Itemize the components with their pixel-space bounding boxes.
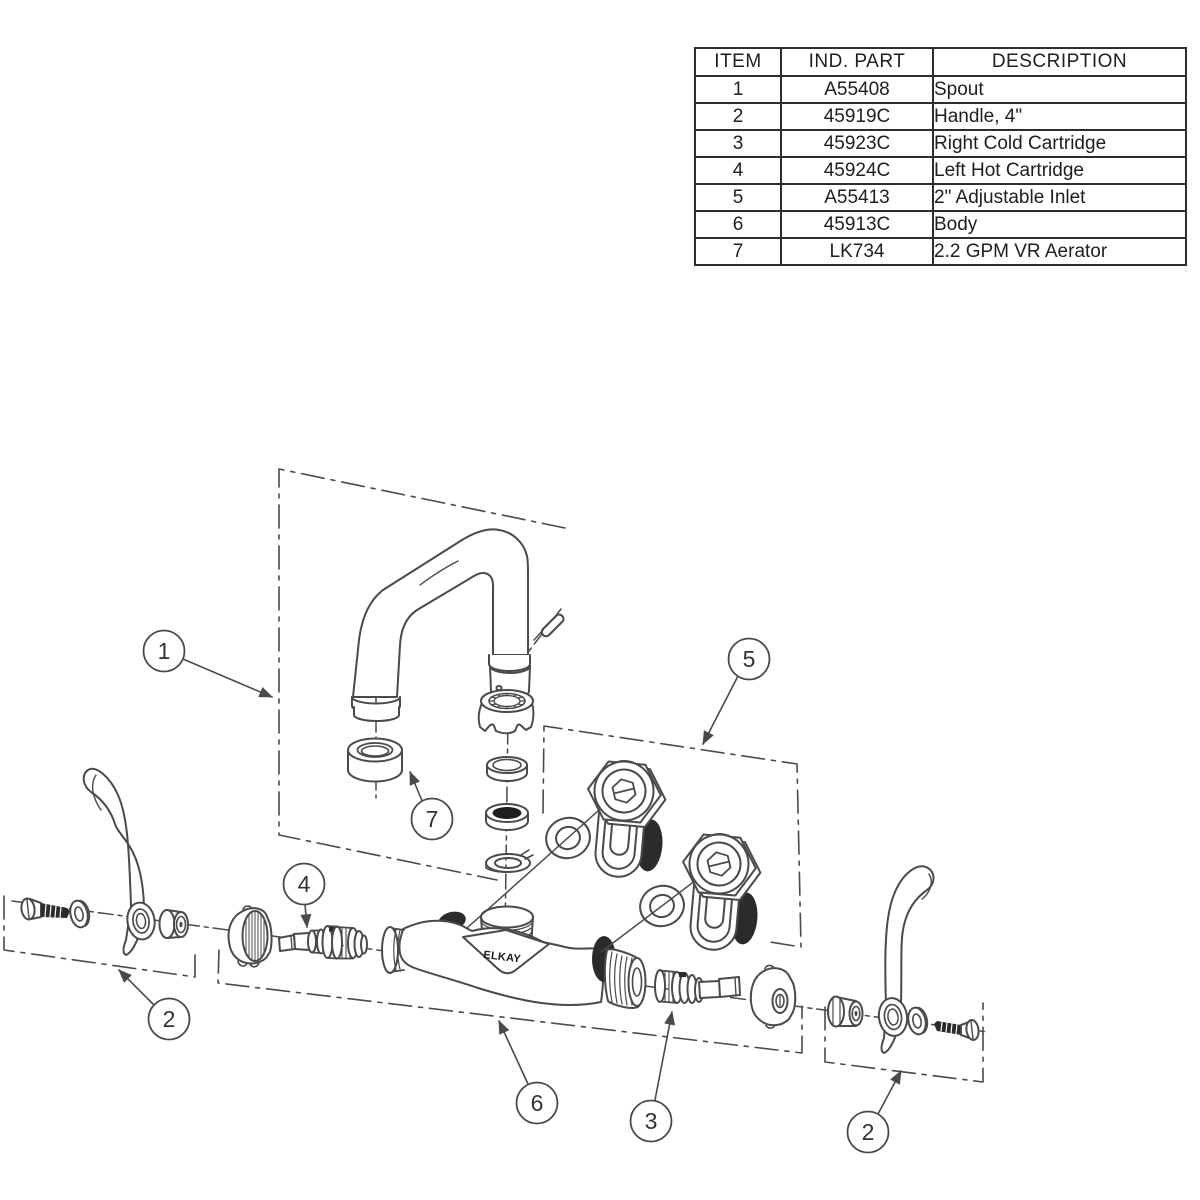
item-number: 4 bbox=[694, 156, 782, 185]
svg-text:2: 2 bbox=[862, 1119, 875, 1145]
balloon-4: 4 bbox=[282, 862, 326, 929]
left-handle-boundary-box bbox=[3, 895, 196, 978]
o-ring-seal bbox=[485, 803, 529, 831]
item-number: 2 bbox=[694, 102, 782, 131]
balloon-6: 6 bbox=[498, 1020, 559, 1125]
table-row-body: 6 45913C Body bbox=[694, 210, 1187, 239]
table-row-adjustable-inlet: 5 A55413 2" Adjustable Inlet bbox=[694, 183, 1187, 212]
inlet-group bbox=[466, 756, 766, 955]
spout-boundary-box bbox=[278, 468, 566, 881]
adjustable-inlet-left bbox=[579, 756, 671, 882]
item-number: 7 bbox=[694, 237, 782, 266]
right-bonnet bbox=[749, 964, 797, 1029]
svg-text:5: 5 bbox=[743, 646, 756, 672]
part-description: Left Hot Cartridge bbox=[932, 156, 1187, 185]
balloon-5: 5 bbox=[702, 637, 771, 745]
part-number: 45924C bbox=[780, 156, 934, 185]
snap-ring bbox=[485, 849, 534, 873]
table-row-aerator: 7 LK734 2.2 GPM VR Aerator bbox=[694, 237, 1187, 266]
table-row-left-hot-cartridge: 4 45924C Left Hot Cartridge bbox=[694, 156, 1187, 185]
column-header-ind-part: IND. PART bbox=[780, 47, 934, 77]
right-handle-adapter bbox=[827, 995, 864, 1028]
column-header-description: DESCRIPTION bbox=[932, 47, 1187, 77]
set-screw bbox=[533, 613, 565, 641]
svg-text:4: 4 bbox=[298, 871, 311, 897]
part-description: 2" Adjustable Inlet bbox=[932, 183, 1187, 212]
body-right-collar bbox=[603, 948, 647, 1009]
part-number: A55413 bbox=[780, 183, 934, 212]
parts-table-header-row: ITEM IND. PART DESCRIPTION bbox=[694, 47, 1187, 77]
body-boundary-box bbox=[217, 949, 803, 1054]
aerator bbox=[347, 737, 403, 783]
svg-text:1: 1 bbox=[158, 638, 171, 664]
item-number: 6 bbox=[694, 210, 782, 239]
part-description: Handle, 4" bbox=[932, 102, 1187, 131]
item-number: 5 bbox=[694, 183, 782, 212]
item-number: 3 bbox=[694, 129, 782, 158]
balloon-7: 7 bbox=[409, 770, 454, 841]
brand-label: ELKAY bbox=[483, 949, 522, 966]
part-description: 2.2 GPM VR Aerator bbox=[932, 237, 1187, 266]
svg-text:2: 2 bbox=[163, 1006, 176, 1032]
item-number: 1 bbox=[694, 75, 782, 104]
right-handle-screw bbox=[934, 1019, 980, 1041]
left-handle-washer bbox=[69, 899, 91, 929]
bearing-ring bbox=[486, 756, 528, 782]
table-row-handle: 2 45919C Handle, 4" bbox=[694, 102, 1187, 131]
balloon-2-right: 2 bbox=[846, 1070, 902, 1154]
adjustable-inlet-right bbox=[674, 829, 766, 955]
table-row-spout: 1 A55408 Spout bbox=[694, 75, 1187, 104]
part-number: 45919C bbox=[780, 102, 934, 131]
part-number: 45913C bbox=[780, 210, 934, 239]
parts-table: ITEM IND. PART DESCRIPTION 1 A55408 Spou… bbox=[694, 47, 1187, 266]
cold-cartridge bbox=[654, 969, 741, 1004]
brand-plate bbox=[462, 929, 550, 975]
balloons: 1 7 4 5 2 bbox=[118, 629, 902, 1154]
svg-text:7: 7 bbox=[426, 806, 439, 832]
part-description: Right Cold Cartridge bbox=[932, 129, 1187, 158]
left-bonnet bbox=[227, 905, 273, 968]
right-handle-assembly bbox=[654, 865, 980, 1054]
right-handle bbox=[877, 865, 935, 1054]
balloon-2-left: 2 bbox=[118, 969, 191, 1041]
svg-text:6: 6 bbox=[531, 1090, 544, 1116]
balloon-3: 3 bbox=[629, 1010, 676, 1143]
part-number: A55408 bbox=[780, 75, 934, 104]
left-handle bbox=[82, 767, 156, 956]
left-handle-assembly bbox=[20, 767, 368, 968]
right-handle-boundary-box bbox=[824, 1002, 984, 1083]
alignment-line-left bbox=[466, 801, 609, 929]
left-handle-adapter bbox=[158, 909, 189, 939]
inlet-boundary-box bbox=[542, 725, 802, 948]
svg-text:3: 3 bbox=[645, 1108, 658, 1134]
left-handle-screw bbox=[20, 897, 70, 921]
body: ELKAY bbox=[381, 905, 647, 1009]
part-description: Body bbox=[932, 210, 1187, 239]
part-number: LK734 bbox=[780, 237, 934, 266]
spout-nut bbox=[477, 689, 535, 735]
hot-cartridge bbox=[278, 925, 368, 960]
part-number: 45923C bbox=[780, 129, 934, 158]
part-description: Spout bbox=[932, 75, 1187, 104]
body-left-stub bbox=[381, 926, 405, 974]
boundary-boxes bbox=[3, 468, 984, 1083]
column-header-item: ITEM bbox=[694, 47, 782, 77]
right-handle-washer bbox=[907, 1006, 929, 1036]
balloon-1: 1 bbox=[142, 629, 274, 698]
table-row-right-cold-cartridge: 3 45923C Right Cold Cartridge bbox=[694, 129, 1187, 158]
